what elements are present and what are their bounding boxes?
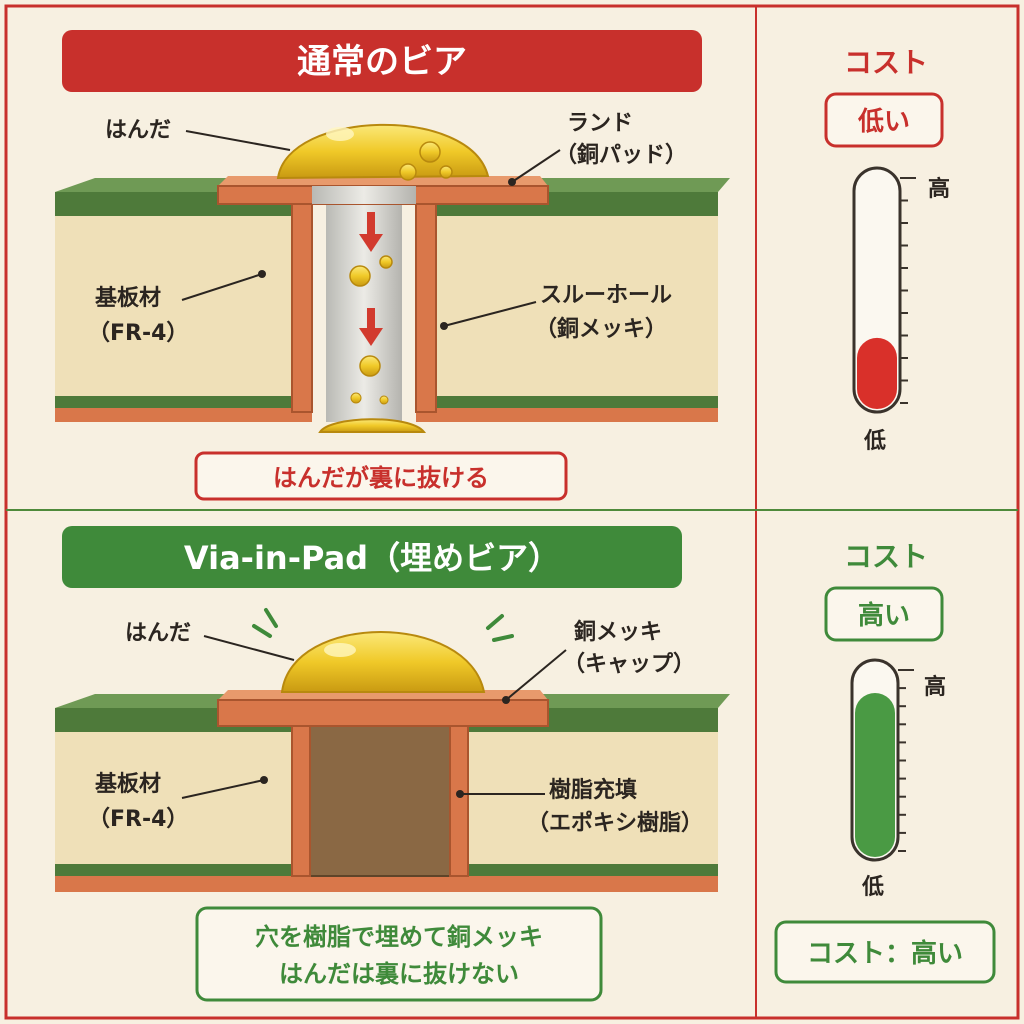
bottom-label-substrate-1: 基板材: [95, 772, 161, 797]
top-label-solder: はんだ: [105, 118, 171, 143]
barrel-copper-right: [449, 725, 469, 877]
top-label-land-1: ランド: [567, 111, 633, 136]
bottom-gauge-ticks: [898, 669, 914, 852]
bottom-solder: [252, 608, 514, 693]
bottom-note-box: [195, 906, 603, 1002]
leader-line: [181, 779, 265, 799]
top-cost-gauge-fill: [857, 337, 897, 409]
bottom-label-resin-2: （エポキシ樹脂）: [527, 810, 703, 836]
land-hole-opening: [312, 186, 416, 204]
top-gauge-low: 低: [863, 429, 886, 454]
leader-line: [511, 149, 561, 183]
bottom-cost-badge-text: 高い: [858, 600, 910, 631]
bottom-label-solder: はんだ: [125, 621, 191, 646]
cost-summary-box: [774, 920, 996, 984]
bottom-label-cap-2: （キャップ）: [563, 652, 695, 677]
leader-dot: [260, 776, 268, 784]
top-label-substrate-2: （FR-4）: [88, 321, 188, 346]
top-label-through-1: スルーホール: [540, 283, 672, 308]
via-hole-interior: [326, 196, 402, 422]
sparkle-icon: [252, 608, 514, 642]
leader-dot: [456, 790, 464, 798]
bottom-cost-gauge-fill: [855, 692, 895, 857]
top-gauge-high: 高: [928, 176, 950, 202]
bottom-cost-panel: コスト 高い 高 低 コスト：高い: [774, 540, 996, 984]
bottom-label-cap-1: 銅メッキ: [574, 619, 662, 645]
bottom-title-banner: [62, 526, 682, 588]
falling-solder-drop: [379, 255, 393, 269]
bottom-title: Via-in-Pad（埋めビア）: [184, 539, 560, 577]
falling-solder-drop: [349, 265, 371, 287]
bottom-gauge-low: 低: [861, 875, 884, 900]
leader-line: [443, 301, 537, 327]
leader-line: [505, 649, 567, 701]
top-label-land-2: （銅パッド）: [555, 142, 687, 168]
leader-dot: [508, 178, 516, 186]
leaked-solder-puddle: [318, 418, 427, 433]
barrel-copper-right: [415, 195, 437, 413]
solder-highlight: [324, 643, 356, 657]
barrel-copper-left: [291, 195, 313, 413]
top-note: はんだが裏に抜ける: [273, 464, 489, 492]
bottom-label-substrate-2: （FR-4）: [88, 807, 188, 832]
solder-ball: [439, 165, 453, 179]
top-title: 通常のビア: [297, 42, 467, 82]
top-cost-panel: コスト 低い 高 低: [824, 46, 950, 454]
top-solder: [276, 123, 490, 433]
bottom-board-section: [55, 690, 730, 892]
cost-summary: コスト：高い: [807, 938, 963, 969]
solder-dome: [280, 631, 486, 693]
top-title-banner: [62, 30, 702, 92]
leader-line: [181, 273, 263, 301]
top-label-through-2: （銅メッキ）: [535, 316, 667, 342]
top-cost-badge-text: 低い: [857, 107, 910, 137]
leader-dot: [258, 270, 266, 278]
leader-line: [185, 130, 291, 151]
leader-dot: [440, 322, 448, 330]
top-label-substrate-1: 基板材: [95, 286, 161, 311]
outer-frame: [4, 4, 1020, 1020]
bottom-panel: Via-in-Pad（埋めビア） はんだ 銅メッキ: [55, 526, 730, 1002]
top-cost-badge: [824, 92, 944, 148]
bottom-gauge-high: 高: [924, 674, 946, 700]
flow-arrow-icon: [359, 308, 383, 346]
resin-fill: [309, 725, 451, 877]
bottom-label-resin-1: 樹脂充填: [549, 777, 637, 803]
falling-solder-drop: [379, 395, 389, 405]
falling-solder-drop: [350, 392, 362, 404]
solder-dome: [276, 123, 490, 180]
bottom-note-line1: 穴を樹脂で埋めて銅メッキ: [255, 923, 543, 951]
solder-highlight: [326, 127, 354, 141]
bottom-copper-layer: [55, 876, 718, 892]
top-board-section: [55, 176, 730, 422]
solder-ball: [399, 163, 417, 181]
top-gauge-ticks: [900, 177, 916, 404]
leader-dot: [502, 696, 510, 704]
top-cost-title: コスト: [844, 46, 928, 79]
bottom-cost-badge: [824, 586, 944, 642]
bottom-note-line2: はんだは裏に抜けない: [279, 960, 519, 988]
top-note-box: [194, 451, 568, 501]
top-panel: 通常のビア: [55, 30, 730, 501]
falling-solder-drop: [359, 355, 381, 377]
barrel-copper-left: [291, 725, 311, 877]
flow-arrow-icon: [359, 212, 383, 252]
bottom-cost-title: コスト: [844, 540, 928, 573]
copper-cap: [217, 699, 549, 727]
solder-ball: [419, 141, 441, 163]
leader-line: [203, 635, 295, 661]
